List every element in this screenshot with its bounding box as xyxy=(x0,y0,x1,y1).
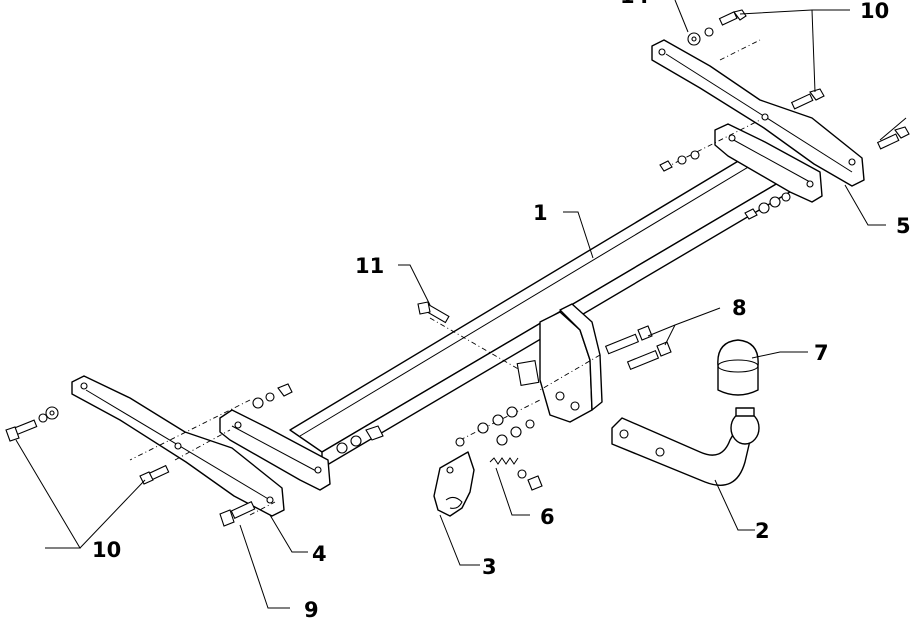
hardware xyxy=(5,9,910,527)
callout-8: 8 xyxy=(732,296,747,320)
callout-11: 11 xyxy=(355,254,384,278)
callout-14: 14 xyxy=(620,0,649,8)
right-long-arm xyxy=(651,39,865,187)
callout-3: 3 xyxy=(482,555,497,579)
callout-4: 4 xyxy=(312,542,327,566)
latch-plate xyxy=(433,451,475,517)
callout-9: 9 xyxy=(304,598,319,622)
callout-10-left: 10 xyxy=(92,538,121,562)
callout-6: 6 xyxy=(540,505,555,529)
callout-5: 5 xyxy=(896,214,911,238)
tow-ball-hitch xyxy=(611,407,760,486)
callout-10-top: 10 xyxy=(860,0,889,23)
left-side-bracket xyxy=(219,409,331,491)
callout-7: 7 xyxy=(814,341,829,365)
left-long-arm xyxy=(71,375,285,517)
callout-2: 2 xyxy=(755,519,770,543)
center-hitch-bracket xyxy=(516,303,603,423)
callout-labels: 1 2 3 4 5 6 7 8 9 10 10 11 14 xyxy=(92,0,911,622)
callout-1: 1 xyxy=(533,201,548,225)
cross-beam xyxy=(289,147,801,469)
leader-lines xyxy=(15,0,907,609)
right-side-bracket xyxy=(714,123,823,203)
ball-cover xyxy=(717,339,759,396)
